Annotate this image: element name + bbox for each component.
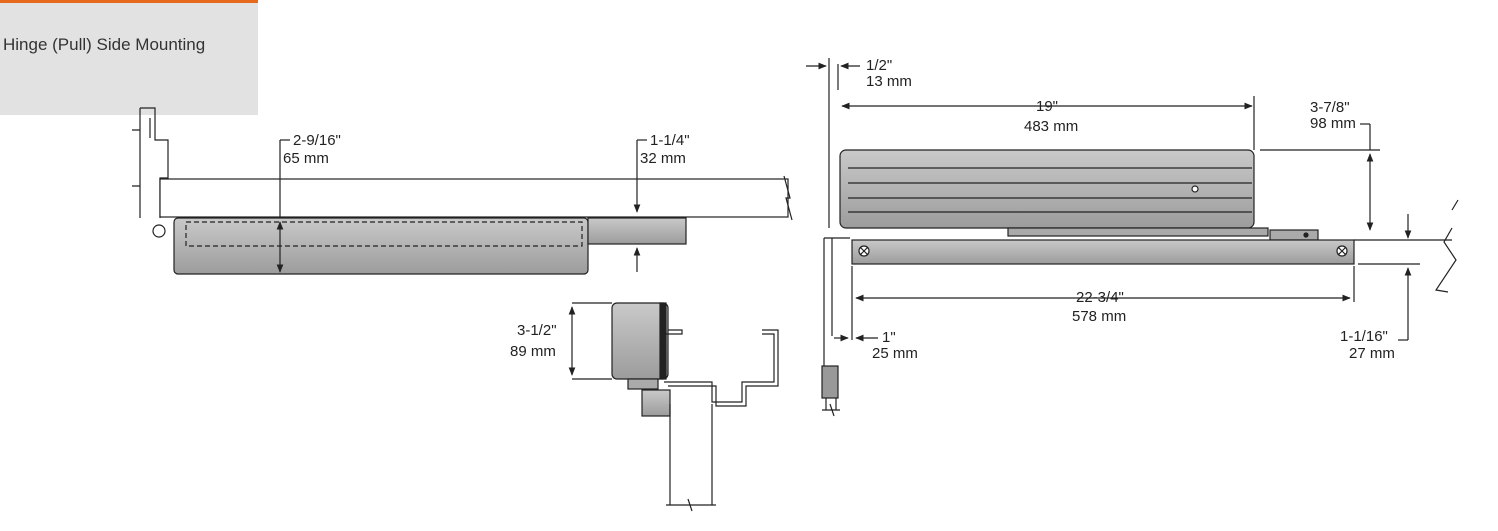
hinge-jamb [139,107,169,218]
mounting-plate [851,239,1355,265]
dim-arm-offset-imperial: 1-1/4" [650,132,690,149]
dim-frame-offset-metric: 13 mm [866,73,912,90]
mounting-label-panel: Hinge (Pull) Side Mounting [0,0,258,115]
dim-body-height-imperial: 3-7/8" [1310,99,1350,116]
dim-plate-offset-metric: 25 mm [872,345,918,362]
arm-shoe [587,217,687,245]
section-view [568,302,779,512]
dim-arm-offset-metric: 32 mm [640,150,686,167]
elevation-view [806,58,1459,417]
dim-top-height-imperial: 2-9/16" [293,132,341,149]
dim-section-height-imperial: 3-1/2" [517,322,557,339]
frame-profile [664,329,779,407]
dim-plate-offset-imperial: 1" [882,329,896,346]
hinge-pin [152,224,166,238]
dim-body-height-metric: 98 mm [1310,115,1356,132]
dim-plate-height-metric: 27 mm [1349,345,1395,362]
dim-body-length-metric: 483 mm [1024,118,1078,135]
dim-body-length-imperial: 19" [1036,98,1058,115]
dim-plate-height-imperial: 1-1/16" [1340,328,1388,345]
dim-frame-offset-imperial: 1/2" [866,57,892,74]
door-slab [159,178,789,218]
dim-top-height-metric: 65 mm [283,150,329,167]
panel-title: Hinge (Pull) Side Mounting [3,35,206,54]
dim-section-height-metric: 89 mm [510,343,556,360]
top-view [132,107,793,275]
dim-plate-length-imperial: 22-3/4" [1076,289,1124,306]
accent-bar [0,0,258,3]
dim-plate-length-metric: 578 mm [1072,308,1126,325]
